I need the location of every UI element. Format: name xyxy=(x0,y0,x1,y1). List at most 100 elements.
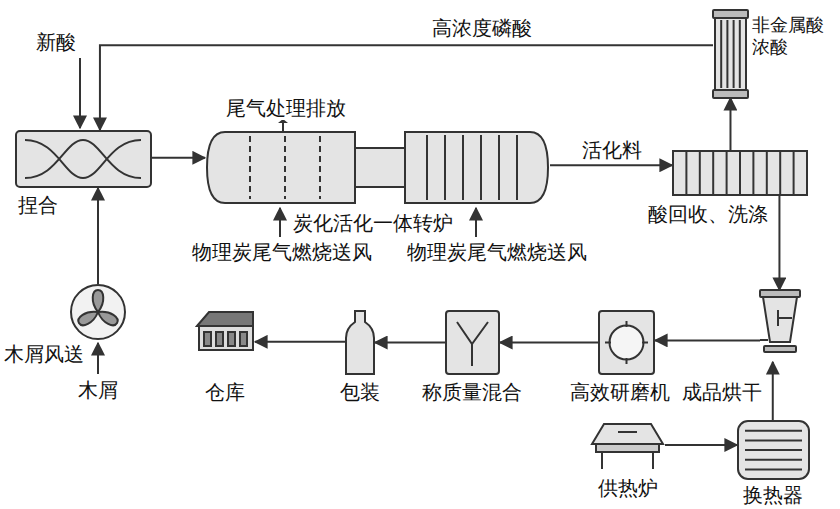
furnace-node: 供热炉 xyxy=(590,420,665,470)
acid-shape xyxy=(672,150,808,196)
node-label: 仓库 xyxy=(205,380,245,404)
exchanger-tube xyxy=(745,449,802,451)
column-tube xyxy=(739,20,741,88)
grinder-node: 高效研磨机 xyxy=(598,310,655,375)
dryer-base xyxy=(764,346,796,352)
kiln-divider xyxy=(249,136,251,199)
bottle-body xyxy=(346,311,374,374)
kneader-body xyxy=(16,131,151,187)
flow-connector xyxy=(97,188,99,284)
kiln-rib xyxy=(462,135,464,200)
fan-shape xyxy=(70,284,126,340)
node-label: 非金属酸 浓酸 xyxy=(752,14,829,57)
flow-connector xyxy=(550,164,672,166)
node-label: 供热炉 xyxy=(598,476,658,500)
flow-connector xyxy=(375,342,445,344)
furnace-leg xyxy=(602,432,653,469)
note-label: 物理炭尾气燃烧送风 xyxy=(190,240,374,264)
kiln-neck xyxy=(355,148,405,187)
flow-connector xyxy=(100,45,713,130)
kiln-drum xyxy=(405,132,548,203)
grinder-body xyxy=(599,311,654,374)
mixer-body xyxy=(446,311,499,374)
flow-connector xyxy=(665,444,737,446)
conc-node: 非金属酸 浓酸 xyxy=(713,10,748,98)
node-label: 包装 xyxy=(340,380,380,404)
node-label: 称质量混合 xyxy=(422,380,522,404)
column-tube xyxy=(726,20,728,88)
kiln-rib xyxy=(516,135,518,200)
node-label: 酸回收、洗涤 xyxy=(648,202,768,226)
dryer-node: 成品烘干 xyxy=(760,290,800,362)
dryer-stirrer xyxy=(778,310,792,326)
kiln-rib xyxy=(426,135,428,200)
air-arrow xyxy=(279,208,281,237)
kiln-rib xyxy=(498,135,500,200)
washer-cell xyxy=(766,151,768,195)
washer-cell xyxy=(685,151,687,195)
feed-arrow xyxy=(79,58,81,128)
house-node: 仓库 xyxy=(195,310,255,352)
flow-connector xyxy=(778,196,780,290)
warehouse-roof xyxy=(197,312,253,326)
column-cap xyxy=(713,10,748,18)
exchanger-shell xyxy=(738,421,809,479)
exhaust-pipe xyxy=(282,123,284,131)
conc-shape xyxy=(713,10,748,98)
washer-cell xyxy=(739,151,741,195)
washer-cell xyxy=(793,151,795,195)
furnace-shape xyxy=(590,420,665,470)
fan-blade xyxy=(76,307,100,327)
column-tube xyxy=(733,20,735,88)
kneader-node: 捏合 xyxy=(15,130,152,188)
air-arrow xyxy=(475,208,477,237)
exchanger-tube xyxy=(745,430,802,432)
grinder-tick xyxy=(605,321,648,364)
warehouse-door xyxy=(228,332,235,346)
bottle-shape xyxy=(345,310,375,375)
kneader-shape xyxy=(15,130,152,188)
fan-node: 木屑风送 xyxy=(70,284,126,340)
column-cap xyxy=(713,90,748,98)
furnace-body xyxy=(596,444,659,452)
kneader-blade xyxy=(25,140,141,178)
dryer-shape xyxy=(760,290,800,362)
kneader-blade xyxy=(25,140,141,178)
fan-housing xyxy=(71,285,125,339)
washer-cell xyxy=(699,151,701,195)
exchanger-tube xyxy=(745,459,802,461)
dryer-top xyxy=(760,290,800,297)
node-label: 高效研磨机 xyxy=(570,380,670,404)
node-label: 捏合 xyxy=(18,193,58,217)
flow-label: 高浓度磷酸 xyxy=(430,16,534,40)
flow-connector xyxy=(772,362,774,420)
washer-cell xyxy=(712,151,714,195)
flow-connector xyxy=(152,157,205,159)
note-label: 尾气处理排放 xyxy=(224,96,348,120)
feed-arrow xyxy=(97,343,99,374)
node-label: 炭化活化一体转炉 xyxy=(293,211,453,235)
note-label: 新酸 xyxy=(34,30,78,54)
kiln-node: 炭化活化一体转炉 xyxy=(205,130,550,205)
kiln-divider xyxy=(284,136,286,199)
hx-shape xyxy=(737,420,810,480)
flow-label: 活化料 xyxy=(580,138,644,162)
mixer-node: 称质量混合 xyxy=(445,310,500,375)
grinder-shape xyxy=(598,310,655,375)
column-tube xyxy=(720,20,722,88)
washer-cell xyxy=(752,151,754,195)
dryer-outlet xyxy=(760,339,768,341)
fan-blade xyxy=(93,290,104,312)
flow-connector xyxy=(729,98,731,150)
warehouse-body xyxy=(199,326,253,350)
warehouse-door xyxy=(204,332,211,346)
note-label: 木屑 xyxy=(76,378,120,402)
bottle-node: 包装 xyxy=(345,310,375,375)
furnace-hopper xyxy=(592,424,663,444)
mixer-blade xyxy=(457,322,488,366)
flow-connector xyxy=(255,341,345,343)
exchanger-tube xyxy=(745,439,802,441)
exchanger-tube xyxy=(745,469,802,471)
hx-node: 换热器 xyxy=(737,420,810,480)
column-body xyxy=(715,18,746,90)
